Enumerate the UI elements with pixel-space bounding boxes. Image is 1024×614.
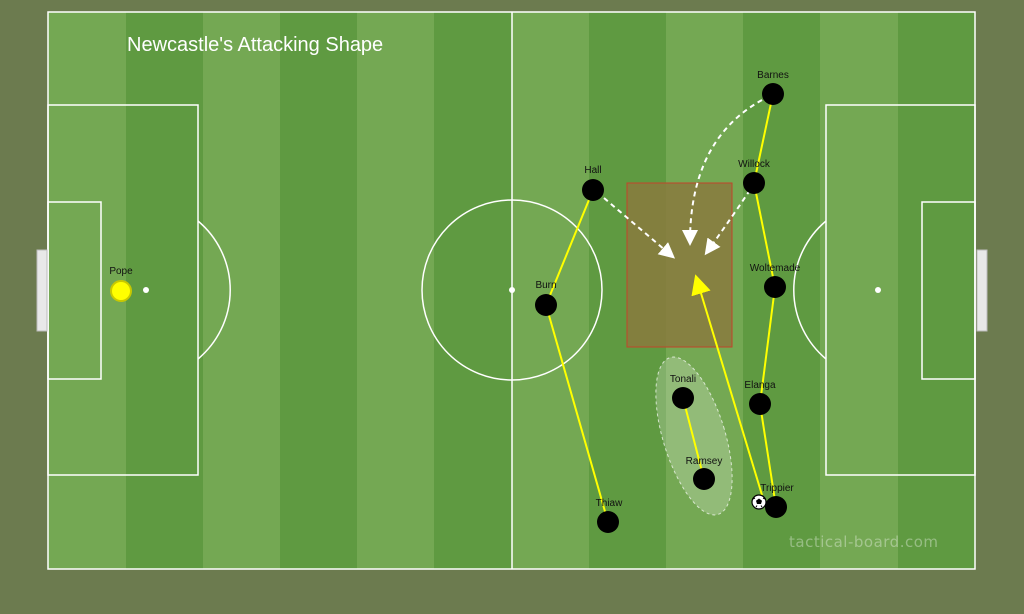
watermark: tactical-board.com [789,533,939,551]
target-zone[interactable] [626,182,733,348]
player-hall[interactable]: Hall [582,165,604,201]
player-token [762,83,784,105]
link-barnes-willock [753,93,774,184]
player-barnes[interactable]: Barnes [757,70,789,105]
player-token [535,294,557,316]
player-label: Elanga [744,380,776,391]
right-goal [976,249,988,332]
player-label: Burn [535,280,556,291]
player-elanga[interactable]: Elanga [744,380,776,415]
center-circle [421,199,603,381]
left-penalty-spot [143,287,149,293]
player-token [749,393,771,415]
player-label: Willock [738,159,771,170]
player-trippier[interactable]: Trippier [760,483,794,518]
run-hall [603,197,676,259]
player-pope[interactable]: Pope [109,266,133,302]
link-lines [545,93,777,523]
run-willock [704,189,751,256]
player-token [597,511,619,533]
player-ramsey[interactable]: Ramsey [686,456,723,490]
player-label: Tonali [670,374,696,385]
player-token [764,276,786,298]
player-label: Pope [109,266,133,277]
goalkeeper-token [110,280,132,302]
pass-arrow[interactable] [691,274,763,496]
link-elanga-trippier [759,403,777,508]
run-barnes [682,99,763,246]
player-token [582,179,604,201]
player-token [765,496,787,518]
left-penalty-arc [197,220,231,360]
player-token [672,387,694,409]
player-willock[interactable]: Willock [738,159,771,194]
right-penalty-spot [875,287,881,293]
player-label: Thiaw [596,498,623,509]
player-token [743,172,765,194]
left-goal [36,249,48,332]
player-label: Ramsey [686,456,723,467]
player-label: Woltemade [750,263,801,274]
diagram-title: Newcastle's Attacking Shape [127,34,384,56]
link-burn-thiaw [545,304,609,523]
right-goal-area [921,201,976,380]
link-woltemade-elanga [759,286,776,405]
player-woltemade[interactable]: Woltemade [750,263,801,298]
player-tonali[interactable]: Tonali [670,374,696,409]
player-label: Barnes [757,70,789,81]
left-goal-area [47,201,102,380]
right-penalty-arc [793,220,827,360]
center-spot [509,287,515,293]
link-willock-woltemade [753,182,776,288]
player-burn[interactable]: Burn [535,280,557,316]
player-label: Trippier [760,483,794,494]
link-hall-burn [545,189,594,306]
football-icon[interactable] [751,494,767,510]
player-token [693,468,715,490]
player-label: Hall [584,165,601,176]
player-thiaw[interactable]: Thiaw [596,498,623,533]
run-arrows [603,99,763,259]
link-tonali-ramsey [682,397,705,480]
